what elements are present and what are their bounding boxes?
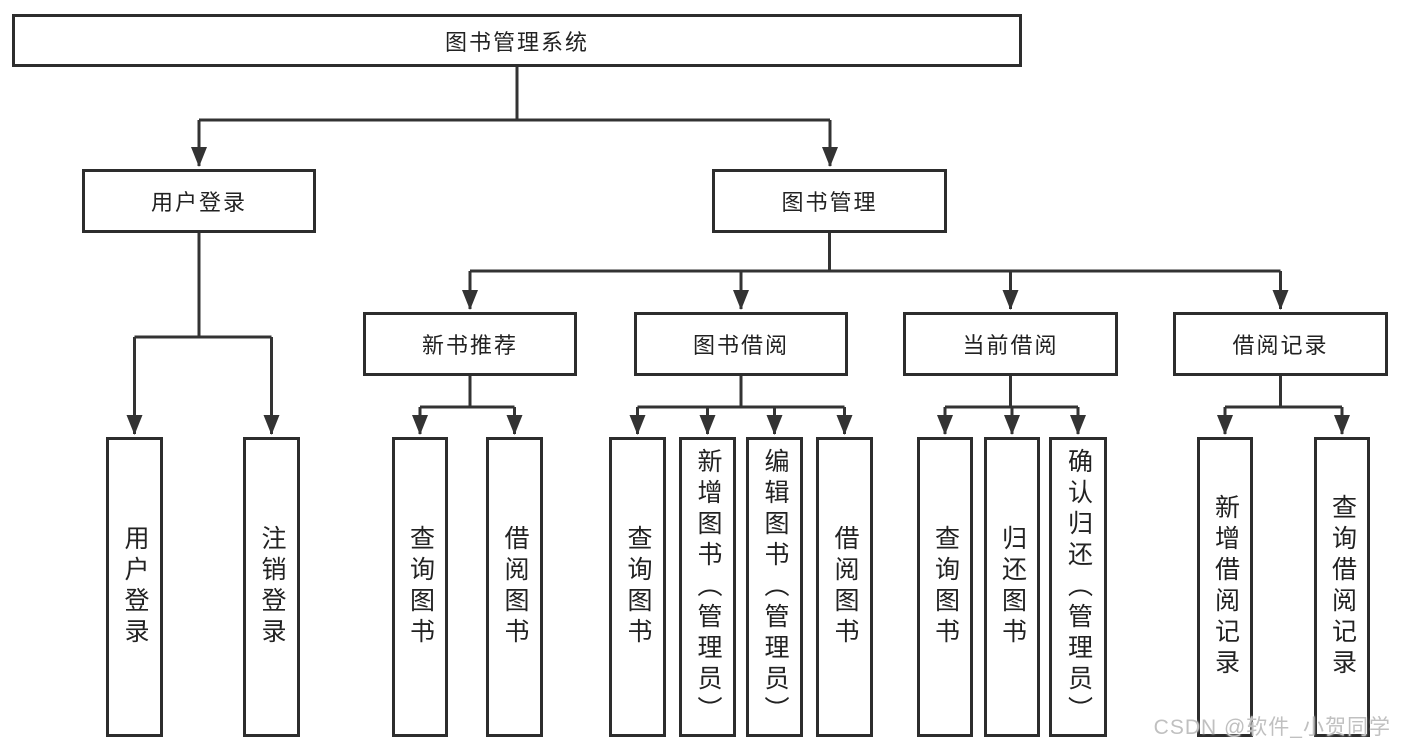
leaf-cb-confirm-return-admin-label: 确认归还（管理员） <box>1064 447 1093 727</box>
leaf-bb-edit-books-admin: 编辑图书（管理员） <box>746 437 803 737</box>
leaf-cb-query-books-label: 查询图书 <box>931 525 960 649</box>
leaf-cb-return-books: 归还图书 <box>984 437 1040 737</box>
leaf-user-login: 用户登录 <box>106 437 163 737</box>
node-book-management: 图书管理 <box>712 169 947 233</box>
node-book-management-label: 图书管理 <box>781 190 878 215</box>
node-book-borrowing: 图书借阅 <box>634 312 848 376</box>
node-root: 图书管理系统 <box>12 14 1022 67</box>
leaf-bb-borrow-books: 借阅图书 <box>816 437 873 737</box>
node-user-login-label: 用户登录 <box>150 190 247 215</box>
node-new-book-recommend: 新书推荐 <box>363 312 577 376</box>
node-user-login: 用户登录 <box>82 169 316 233</box>
leaf-br-query-record: 查询借阅记录 <box>1314 437 1370 737</box>
leaf-nb-borrow-books-label: 借阅图书 <box>501 525 529 649</box>
leaf-logout-label: 注销登录 <box>258 525 286 649</box>
leaf-bb-add-books-admin-label: 新增图书（管理员） <box>694 447 722 727</box>
leaf-br-add-record-label: 新增借阅记录 <box>1211 494 1240 680</box>
node-current-borrowing-label: 当前借阅 <box>962 333 1059 358</box>
leaf-nb-borrow-books: 借阅图书 <box>486 437 543 737</box>
leaf-br-query-record-label: 查询借阅记录 <box>1328 494 1357 680</box>
leaf-bb-query-books: 查询图书 <box>609 437 666 737</box>
leaf-bb-add-books-admin: 新增图书（管理员） <box>679 437 736 737</box>
leaf-nb-query-books-label: 查询图书 <box>406 525 435 649</box>
node-borrow-records-label: 借阅记录 <box>1232 333 1329 358</box>
leaf-bb-query-books-label: 查询图书 <box>624 525 652 649</box>
leaf-bb-borrow-books-label: 借阅图书 <box>831 525 859 649</box>
node-book-borrowing-label: 图书借阅 <box>692 333 789 358</box>
leaf-cb-return-books-label: 归还图书 <box>998 525 1027 649</box>
node-borrow-records: 借阅记录 <box>1173 312 1388 376</box>
leaf-br-add-record: 新增借阅记录 <box>1197 437 1253 737</box>
node-current-borrowing: 当前借阅 <box>903 312 1118 376</box>
leaf-user-login-label: 用户登录 <box>121 525 149 649</box>
leaf-nb-query-books: 查询图书 <box>392 437 448 737</box>
node-new-book-recommend-label: 新书推荐 <box>421 333 518 358</box>
leaf-bb-edit-books-admin-label: 编辑图书（管理员） <box>761 447 789 727</box>
leaf-logout: 注销登录 <box>243 437 300 737</box>
leaf-cb-confirm-return-admin: 确认归还（管理员） <box>1049 437 1107 737</box>
leaf-cb-query-books: 查询图书 <box>917 437 973 737</box>
node-root-label: 图书管理系统 <box>444 29 589 55</box>
